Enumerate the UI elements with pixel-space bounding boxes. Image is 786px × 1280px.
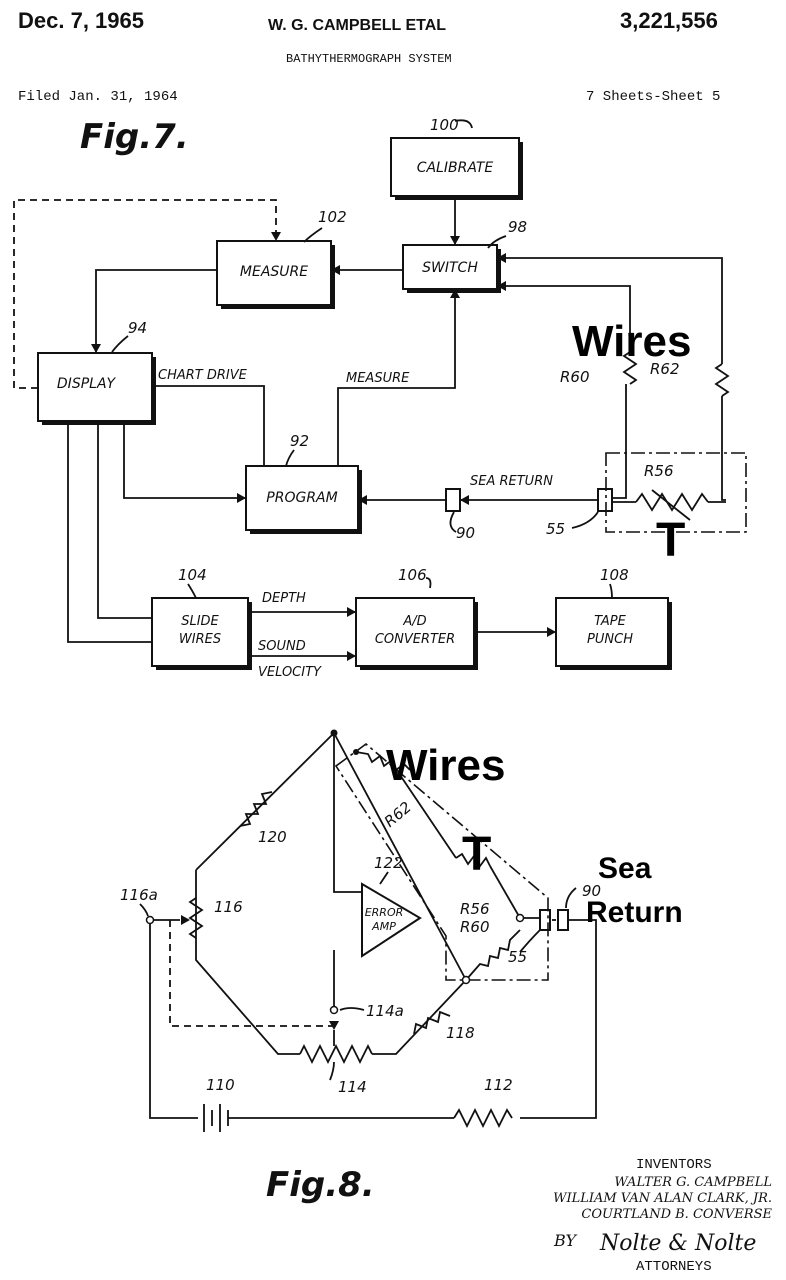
- inventor-name-3: COURTLAND B. CONVERSE: [581, 1207, 772, 1222]
- header-sheets: 7 Sheets-Sheet 5: [586, 89, 720, 105]
- signal-chart-drive: CHART DRIVE: [158, 368, 248, 383]
- fig7-connections: [13, 196, 747, 661]
- ref-108: 108: [600, 566, 629, 584]
- inventor-name-2: WILLIAM VAN ALAN CLARK, JR.: [553, 1191, 772, 1206]
- fig8-label: Fig.8.: [266, 1165, 375, 1205]
- ref-98: 98: [508, 218, 527, 236]
- slide-wires-label-2: WIRES: [179, 632, 221, 647]
- ref-90-fig8: 90: [582, 882, 601, 900]
- header-patent-number: 3,221,556: [620, 8, 718, 33]
- signal-sea-return: SEA RETURN: [470, 474, 553, 489]
- program-label: PROGRAM: [266, 490, 337, 506]
- signal-measure: MEASURE: [346, 371, 410, 386]
- display-block: DISPLAY: [37, 352, 156, 425]
- ref-90-fig7: 90: [456, 524, 475, 542]
- calibrate-label: CALIBRATE: [417, 160, 494, 176]
- ref-116: 116: [214, 898, 243, 916]
- signal-velocity: VELOCITY: [258, 665, 322, 680]
- ref-r56-fig7: R56: [644, 462, 674, 480]
- header-date: Dec. 7, 1965: [18, 8, 144, 33]
- ad-converter-label-2: CONVERTER: [375, 632, 455, 647]
- ref-92: 92: [290, 432, 309, 450]
- ref-114a: 114a: [366, 1002, 404, 1020]
- tape-punch-label-1: TAPE: [594, 614, 626, 629]
- ref-94: 94: [128, 319, 147, 337]
- fig7-label: Fig.7.: [80, 117, 189, 157]
- ref-r62-fig7: R62: [650, 360, 680, 378]
- inventor-name-1: WALTER G. CAMPBELL: [614, 1175, 772, 1190]
- overlay-wires-fig7: Wires: [572, 317, 691, 366]
- ref-112: 112: [484, 1076, 513, 1094]
- header-filed: Filed Jan. 31, 1964: [18, 89, 178, 105]
- inventors-heading: INVENTORS: [636, 1157, 712, 1173]
- ref-114: 114: [338, 1078, 367, 1096]
- signal-sound: SOUND: [258, 639, 306, 654]
- ref-118: 118: [446, 1024, 475, 1042]
- fig8-circuit: ERROR AMP: [145, 729, 597, 1132]
- switch-block: SWITCH: [402, 244, 501, 293]
- ref-55-fig7: 55: [546, 520, 565, 538]
- ref-110: 110: [206, 1076, 235, 1094]
- ref-r56-fig8: R56: [460, 900, 490, 918]
- ad-converter-label-1: A/D: [402, 614, 426, 629]
- ref-r60-fig7: R60: [560, 368, 590, 386]
- measure-block: MEASURE: [216, 240, 335, 309]
- error-amp-label-2: AMP: [371, 920, 396, 933]
- ref-r60-fig8: R60: [460, 918, 490, 936]
- overlay-sea-return-2: Return: [586, 896, 683, 929]
- display-label: DISPLAY: [57, 376, 117, 392]
- ref-106: 106: [398, 566, 427, 584]
- header-title: BATHYTHERMOGRAPH SYSTEM: [286, 52, 452, 66]
- ref-102: 102: [318, 208, 347, 226]
- ref-116a: 116a: [120, 886, 158, 904]
- ref-104: 104: [178, 566, 207, 584]
- ref-r62-fig8: R62: [381, 798, 415, 831]
- overlay-wires-fig8: Wires: [386, 741, 505, 790]
- slide-wires-label-1: SLIDE: [181, 614, 219, 629]
- header-inventor-line: W. G. CAMPBELL ETAL: [268, 17, 446, 34]
- overlay-t-fig8: T: [462, 828, 491, 881]
- error-amp-label-1: ERROR: [365, 906, 404, 919]
- ref-100: 100: [430, 116, 459, 134]
- tape-punch-block: TAPE PUNCH: [555, 597, 672, 670]
- switch-label: SWITCH: [422, 260, 478, 276]
- program-block: PROGRAM: [245, 465, 362, 534]
- signal-depth: DEPTH: [262, 591, 306, 606]
- overlay-t-fig7: T: [656, 514, 685, 567]
- tape-punch-label-2: PUNCH: [587, 632, 633, 647]
- overlay-sea-return-1: Sea: [598, 852, 652, 885]
- ad-converter-block: A/D CONVERTER: [355, 597, 478, 670]
- attorney-signature: Nolte & Nolte: [599, 1231, 756, 1256]
- ref-55-fig8: 55: [508, 948, 527, 966]
- calibrate-block: CALIBRATE: [390, 137, 523, 200]
- slide-wires-block: SLIDE WIRES: [151, 597, 252, 670]
- attorneys-label: ATTORNEYS: [636, 1259, 712, 1275]
- measure-label: MEASURE: [240, 264, 308, 280]
- ref-122: 122: [374, 854, 403, 872]
- by-label: BY: [553, 1231, 577, 1250]
- ref-120: 120: [258, 828, 287, 846]
